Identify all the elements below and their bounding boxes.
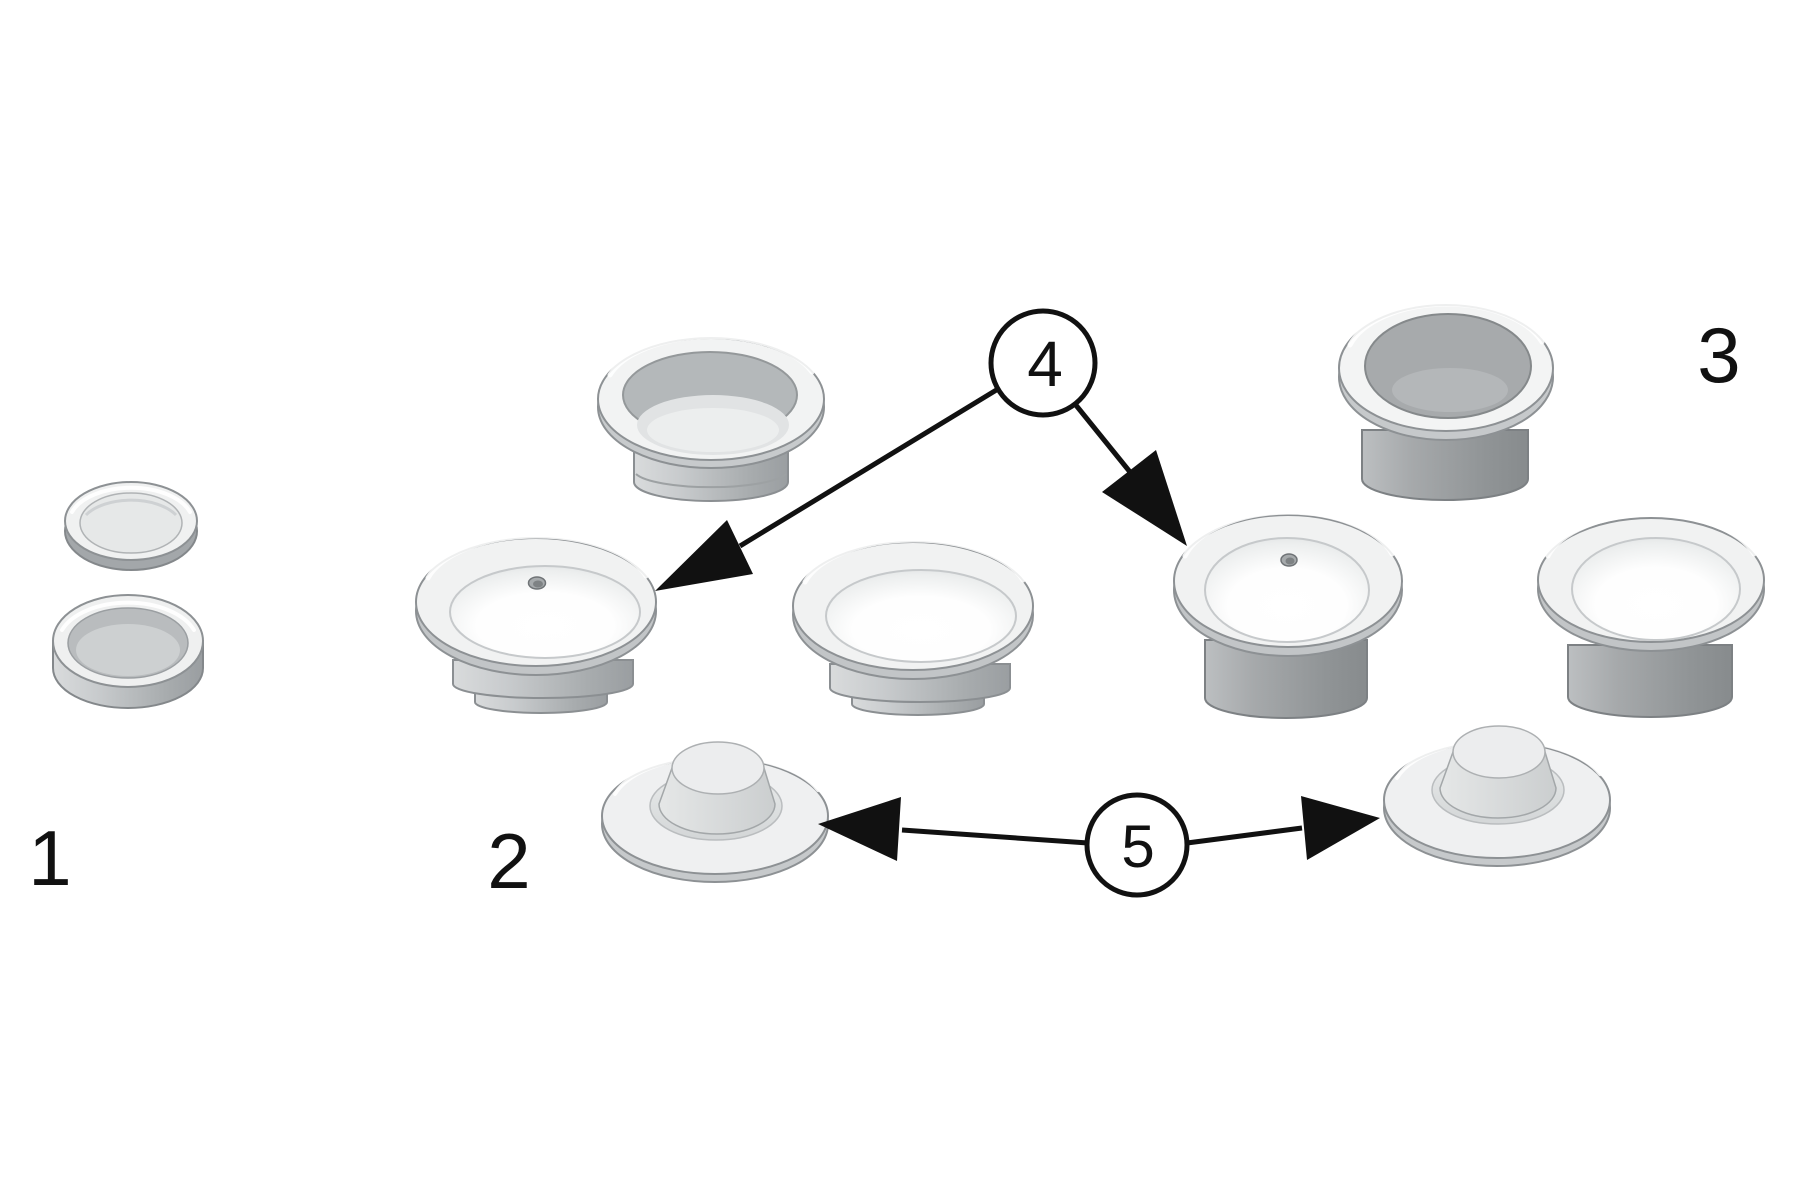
callout-4-arrowhead-right	[1102, 450, 1187, 546]
callout-4-number: 4	[1027, 328, 1063, 400]
group3-deep-flanged-cup-part	[1338, 301, 1554, 501]
flange-highlight	[1182, 509, 1395, 559]
callout-5-arrowhead-left	[818, 797, 901, 861]
cup-inner-bottom	[76, 624, 180, 676]
cup-inner-bright	[647, 408, 779, 452]
group2-flanged-cup-part	[597, 334, 825, 502]
group1-lid-ring-part	[64, 481, 198, 571]
group2-stepped-cap-part	[601, 741, 829, 883]
bowl-interior	[1571, 537, 1741, 641]
callout-4-badge	[988, 308, 1098, 418]
callout-4: 4	[655, 308, 1187, 591]
callout-4-arrowhead-left	[655, 520, 753, 591]
flange-highlight	[425, 533, 649, 581]
flange-highlight	[1545, 511, 1757, 559]
pinhole-center	[533, 580, 543, 588]
group3-plain-bowl-part	[1537, 511, 1765, 718]
callout-4-line-right	[1073, 402, 1132, 474]
lid-inner-face	[79, 492, 183, 554]
cup-highlight	[60, 600, 196, 632]
callout-5-number: 5	[1121, 813, 1154, 880]
bowl-base	[1567, 644, 1733, 718]
deep-cup-skirt	[1361, 429, 1529, 501]
bowl-interior	[825, 569, 1017, 663]
cap-knob-top	[1452, 725, 1546, 779]
callout-5: 5	[818, 792, 1380, 898]
flange-highlight	[607, 334, 815, 378]
group2-bowl-with-pinhole-part	[415, 533, 657, 714]
flanged-cup-seam	[635, 473, 787, 489]
callout-5-line-left	[901, 827, 1089, 846]
bowl-interior	[449, 565, 641, 659]
group3-bowl-with-pinhole-part	[1173, 509, 1403, 719]
flange-highlight	[1347, 301, 1545, 348]
group1-shallow-cup-part	[52, 594, 204, 709]
pinhole-center	[1285, 557, 1295, 565]
bowl-interior	[1204, 537, 1370, 643]
lid-inner-shade	[84, 498, 178, 517]
label-group-2: 2	[487, 817, 530, 905]
lid-highlight	[70, 485, 192, 514]
callout-5-line-right	[1186, 825, 1303, 846]
bowl-base	[1204, 639, 1368, 719]
label-group-3: 3	[1697, 311, 1740, 399]
group3-stepped-cap-part	[1383, 725, 1611, 867]
group2-plain-bowl-part	[792, 537, 1034, 716]
callout-5-arrowhead-right	[1301, 796, 1380, 860]
cap-knob-top	[671, 741, 765, 795]
flange-highlight	[802, 537, 1026, 585]
callout-5-badge	[1084, 792, 1190, 898]
label-group-1: 1	[28, 814, 71, 902]
callout-4-line-left	[738, 386, 1000, 549]
deep-cup-inner-bottom	[1392, 368, 1508, 412]
